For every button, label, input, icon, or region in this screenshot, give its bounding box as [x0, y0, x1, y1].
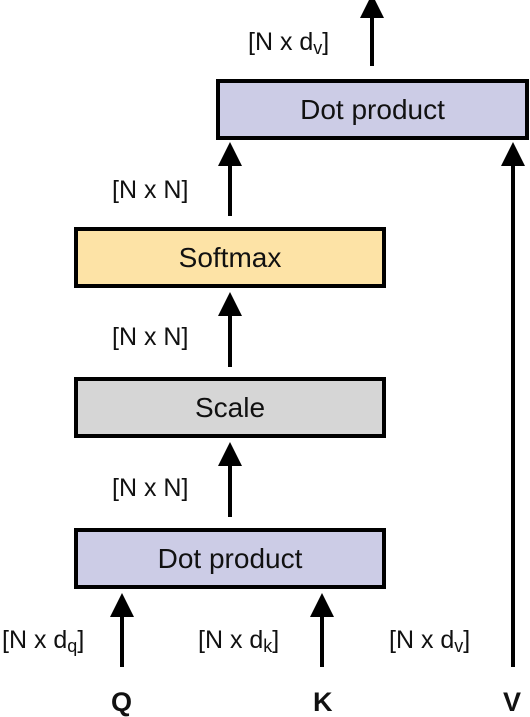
output-dimension-label: [N x dv]	[248, 28, 330, 58]
v-input-label: V	[503, 687, 522, 717]
dot-output-dimension-label: [N x N]	[112, 474, 189, 502]
top-dot-product-block: Dot product	[216, 79, 529, 140]
q-input-label: Q	[111, 687, 133, 717]
scale-block: Scale	[74, 377, 386, 438]
bottom-dot-product-block: Dot product	[74, 528, 386, 589]
top-dot-product-label: Dot product	[300, 93, 445, 125]
k-input-label: K	[313, 687, 333, 717]
bottom-dot-product-label: Dot product	[157, 542, 303, 574]
scale-label: Scale	[194, 391, 266, 423]
k-dimension-label: [N x dk]	[198, 626, 280, 656]
q-dimension-label: [N x dq]	[2, 626, 85, 656]
softmax-label: Softmax	[178, 241, 282, 273]
scale-output-dimension-label: [N x N]	[112, 323, 189, 351]
softmax-output-dimension-label: [N x N]	[112, 176, 189, 204]
softmax-block: Softmax	[74, 227, 386, 288]
v-dimension-label: [N x dv]	[389, 626, 471, 656]
